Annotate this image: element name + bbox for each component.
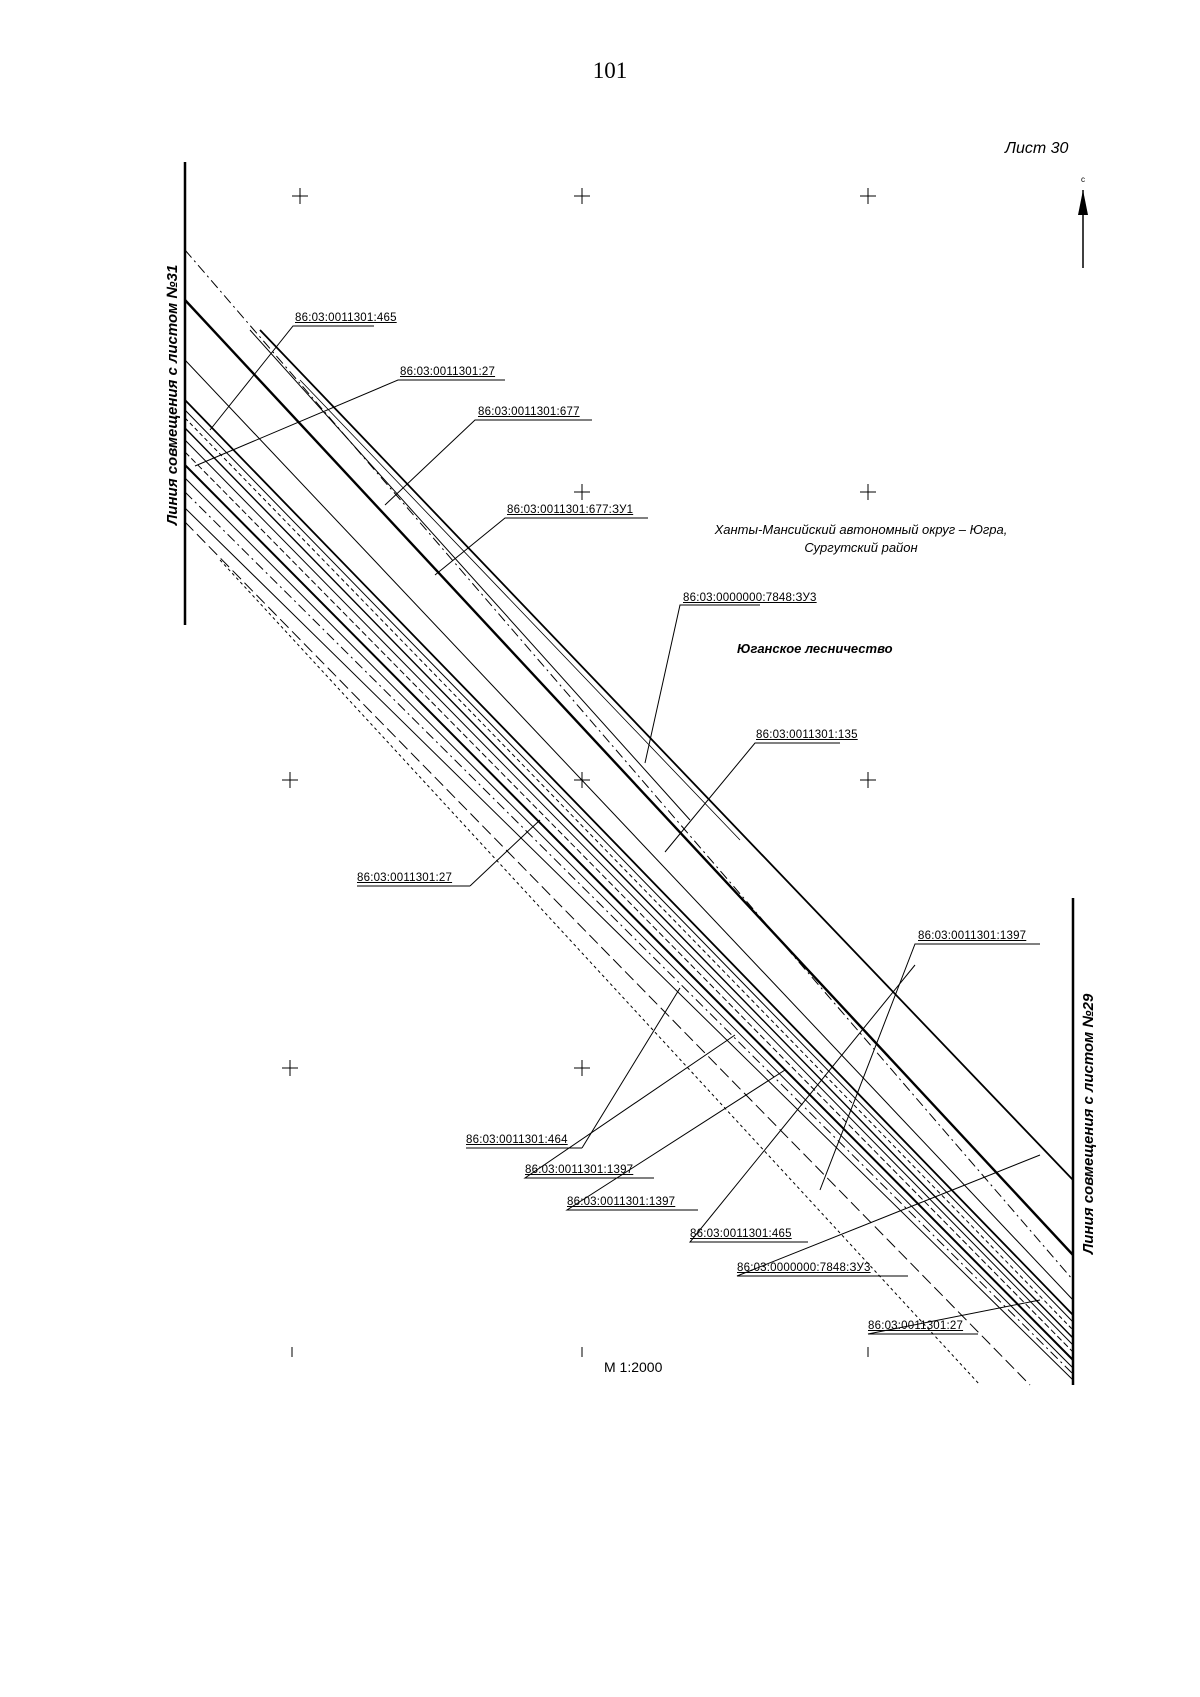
corridor-lines — [184, 249, 1074, 1386]
parcel-label-14: 86:03:0011301:27 — [868, 1320, 964, 1332]
forestry-label: Юганское лесничество — [737, 641, 893, 656]
parcel-label-13: 86:03:0000000:7848:ЗУ3 — [737, 1262, 871, 1274]
sheet-label: Лист 30 — [1005, 140, 1069, 157]
region-label: Ханты-Мансийский автономный округ – Югра… — [686, 521, 1036, 557]
parcel-label-8: 86:03:0011301:1397 — [918, 930, 1027, 942]
parcel-label-5: 86:03:0000000:7848:ЗУ3 — [683, 592, 817, 604]
parcel-label-3: 86:03:0011301:677 — [478, 406, 580, 418]
page-number: 101 — [592, 58, 628, 83]
parcel-label-10: 86:03:0011301:1397 — [525, 1164, 634, 1176]
svg-text:с: с — [1081, 175, 1085, 184]
parcel-label-12: 86:03:0011301:465 — [690, 1228, 792, 1240]
north-arrow-icon: с — [1078, 175, 1088, 268]
parcel-label-4: 86:03:0011301:677:ЗУ1 — [507, 504, 634, 516]
parcel-label-1: 86:03:0011301:465 — [295, 312, 397, 324]
leader-lines — [194, 325, 1041, 1335]
grid-crosses — [282, 188, 876, 1357]
parcel-label-6: 86:03:0011301:135 — [756, 729, 858, 741]
region-label-line-1: Ханты-Мансийский автономный округ – Югра… — [714, 522, 1008, 537]
match-line-right-label: Линия совмещения с листом №29 — [1080, 993, 1097, 1254]
parcel-label-9: 86:03:0011301:464 — [466, 1134, 568, 1146]
parcel-label-7: 86:03:0011301:27 — [357, 872, 453, 884]
region-label-line-2: Сургутский район — [804, 540, 918, 555]
match-line-left-label: Линия совмещения с листом №31 — [164, 264, 181, 525]
parcel-label-2: 86:03:0011301:27 — [400, 366, 496, 378]
parcel-label-11: 86:03:0011301:1397 — [567, 1196, 676, 1208]
scale-label: М 1:2000 — [604, 1359, 663, 1375]
